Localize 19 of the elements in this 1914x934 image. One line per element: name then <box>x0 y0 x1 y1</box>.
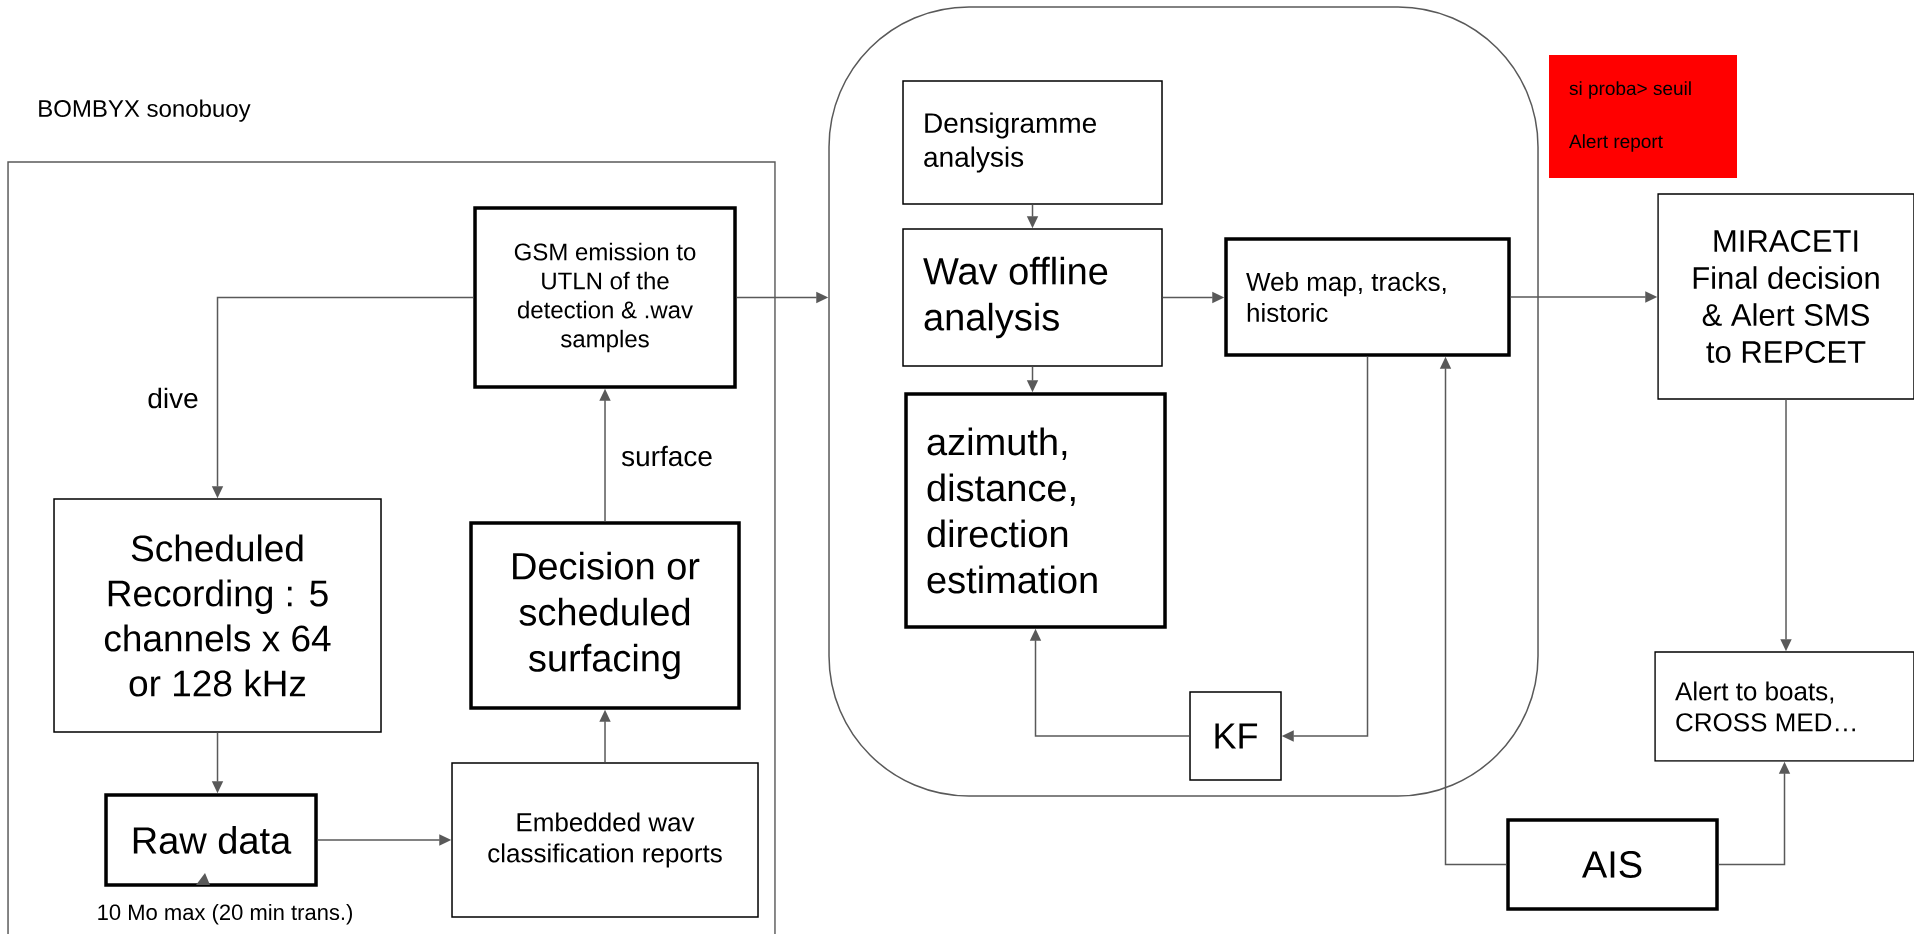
process-box: Scheduled Recording : 5 channels x 64 or 128 kHz <box>53 498 382 733</box>
process-box: Raw data <box>104 793 318 887</box>
process-box: Web map, tracks, historic <box>1224 237 1511 357</box>
process-box: AIS <box>1506 818 1719 911</box>
process-box: Embedded wav classification reports <box>451 762 759 918</box>
process-box: GSM emission to UTLN of the detection & .wav samples <box>473 206 737 389</box>
process-box: Wav offline analysis <box>902 228 1163 367</box>
process-box: Alert to boats, CROSS MED… <box>1654 651 1914 762</box>
process-box: KF <box>1189 691 1282 781</box>
process-box: Decision or scheduled surfacing <box>469 521 741 710</box>
edge-label: dive <box>148 387 198 409</box>
frame-title: BOMBYX sonobuoy <box>39 99 251 122</box>
process-box: Densigramme analysis <box>902 80 1163 205</box>
alert-box: si proba> seuil Alert report <box>1549 55 1737 178</box>
note-text: 10 Mo max (20 min trans.) <box>98 903 352 925</box>
process-box: azimuth, distance, direction estimation <box>904 392 1167 629</box>
edge-label: surface <box>621 445 712 467</box>
rounded-frame <box>828 6 1539 797</box>
process-box: MIRACETI Final decision & Alert SMS to REPCET <box>1657 193 1914 400</box>
